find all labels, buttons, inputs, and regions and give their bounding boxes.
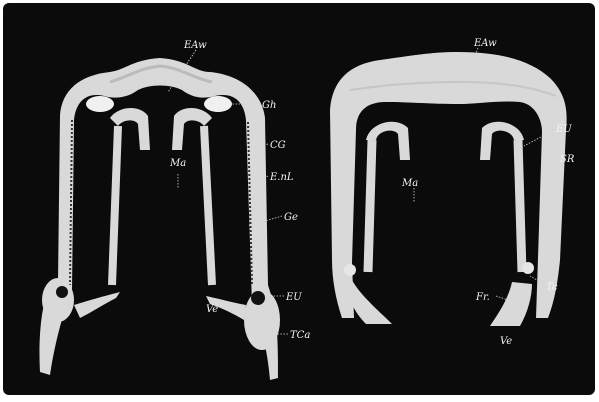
label-right-fr: Fr. <box>475 292 490 303</box>
left-hair-cells-right <box>204 96 232 112</box>
label-left-eu: EU <box>285 292 302 303</box>
label-left-gh: Gh <box>262 100 276 111</box>
label-right-eaw: EAw <box>473 38 497 49</box>
left-hair-cells-left <box>86 96 114 112</box>
right-cell-left <box>344 264 356 276</box>
label-left-enl: E.nL <box>269 172 294 183</box>
label-right-tc: Tc <box>546 282 558 293</box>
left-nucleus-right <box>251 291 265 305</box>
label-right-sr: SR <box>560 154 575 165</box>
right-strand-right <box>518 140 522 272</box>
label-right-ve: Ve <box>500 336 512 347</box>
label-right-ma: Ma <box>401 178 418 189</box>
right-cell-right <box>522 262 534 274</box>
label-left-tca: TCa <box>290 330 310 341</box>
label-right-eu: EU <box>555 124 572 135</box>
right-strand-left <box>368 140 372 272</box>
left-nucleus-left <box>56 286 68 298</box>
label-left-ma: Ma <box>169 158 186 169</box>
left-lower-oval-left <box>42 278 74 322</box>
label-left-ve: Ve <box>206 304 218 315</box>
label-left-eaw: EAw <box>183 40 207 51</box>
label-left-cg: CG <box>270 140 286 151</box>
label-left-ge: Ge <box>284 212 298 223</box>
